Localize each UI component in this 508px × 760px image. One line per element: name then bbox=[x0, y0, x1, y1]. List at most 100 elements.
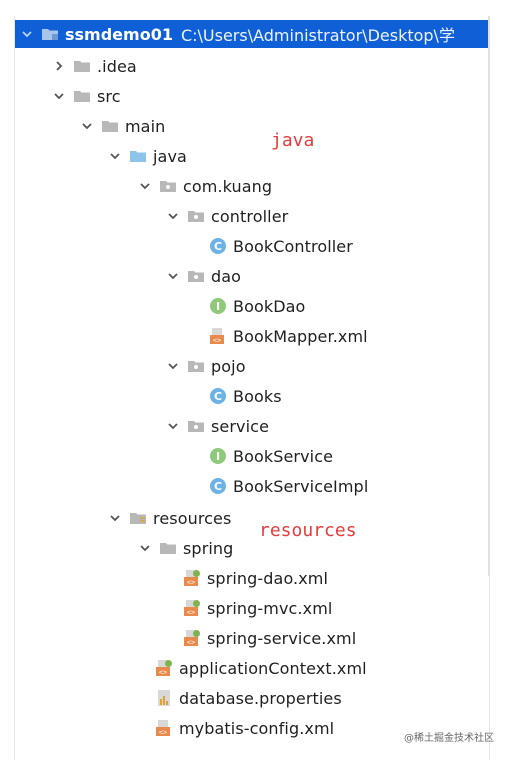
tree-item-bookdao[interactable]: I BookDao bbox=[15, 292, 305, 320]
tree-item-label: resources bbox=[153, 508, 232, 528]
tree-item-controller[interactable]: controller bbox=[15, 202, 288, 230]
interface-icon: I bbox=[209, 297, 227, 315]
tree-item-label: database.properties bbox=[179, 688, 342, 708]
xml-file-icon: <> bbox=[155, 719, 173, 737]
chevron-right-icon[interactable] bbox=[51, 58, 67, 74]
class-icon: C bbox=[209, 237, 227, 255]
package-icon bbox=[159, 177, 177, 195]
tree-item-label: spring bbox=[183, 538, 234, 558]
tree-item-spring-dao-xml[interactable]: <> spring-dao.xml bbox=[15, 564, 328, 592]
chevron-down-icon[interactable] bbox=[19, 26, 35, 42]
tree-item-label: dao bbox=[211, 266, 242, 286]
chevron-down-icon[interactable] bbox=[137, 540, 153, 556]
chevron-down-icon[interactable] bbox=[51, 88, 67, 104]
tree-item-bookserviceimpl[interactable]: C BookServiceImpl bbox=[15, 472, 368, 500]
tree-item-java[interactable]: java bbox=[15, 142, 187, 170]
spring-xml-file-icon: <> bbox=[183, 629, 201, 647]
svg-text:<>: <> bbox=[187, 609, 195, 617]
chevron-down-icon[interactable] bbox=[165, 208, 181, 224]
tree-item-spring-service-xml[interactable]: <> spring-service.xml bbox=[15, 624, 356, 652]
tree-item-service[interactable]: service bbox=[15, 412, 269, 440]
package-icon bbox=[187, 417, 205, 435]
tree-item-label: BookController bbox=[233, 236, 353, 256]
tree-item-label: src bbox=[97, 86, 121, 106]
source-folder-icon bbox=[129, 147, 147, 165]
tree-item-spring[interactable]: spring bbox=[15, 534, 233, 562]
vertical-scrollbar[interactable] bbox=[488, 16, 490, 576]
svg-text:<>: <> bbox=[159, 729, 167, 737]
tree-item-label: BookMapper.xml bbox=[233, 326, 368, 346]
xml-file-icon: <> bbox=[209, 327, 227, 345]
tree-item-idea[interactable]: .idea bbox=[15, 52, 137, 80]
package-icon bbox=[187, 267, 205, 285]
tree-item-label: BookDao bbox=[233, 296, 306, 316]
tree-item-label: .idea bbox=[97, 56, 137, 76]
class-icon: C bbox=[209, 477, 227, 495]
spring-xml-file-icon: <> bbox=[183, 599, 201, 617]
tree-item-spring-mvc-xml[interactable]: <> spring-mvc.xml bbox=[15, 594, 332, 622]
folder-icon bbox=[73, 87, 91, 105]
tree-item-label: Books bbox=[233, 386, 282, 406]
annotation-java: java bbox=[271, 130, 315, 151]
tree-item-label: mybatis-config.xml bbox=[179, 718, 335, 738]
chevron-down-icon[interactable] bbox=[79, 118, 95, 134]
tree-item-label: service bbox=[211, 416, 270, 436]
chevron-down-icon[interactable] bbox=[137, 178, 153, 194]
tree-item-main[interactable]: main bbox=[15, 112, 165, 140]
tree-item-src[interactable]: src bbox=[15, 82, 121, 110]
folder-icon bbox=[101, 117, 119, 135]
project-tree-panel: ssmdemo01 C:\Users\Administrator\Desktop… bbox=[14, 16, 490, 760]
tree-item-label: BookServiceImpl bbox=[233, 476, 369, 496]
interface-icon: I bbox=[209, 447, 227, 465]
svg-text:C: C bbox=[214, 390, 222, 403]
svg-text:<>: <> bbox=[187, 579, 195, 587]
tree-item-label: main bbox=[125, 116, 166, 136]
spring-xml-file-icon: <> bbox=[183, 569, 201, 587]
tree-item-database-properties[interactable]: database.properties bbox=[15, 684, 342, 712]
tree-item-label: spring-mvc.xml bbox=[207, 598, 333, 618]
svg-text:I: I bbox=[216, 300, 220, 313]
module-folder-icon bbox=[41, 25, 59, 43]
tree-item-label: controller bbox=[211, 206, 289, 226]
svg-text:C: C bbox=[214, 480, 222, 493]
spring-xml-file-icon: <> bbox=[155, 659, 173, 677]
folder-icon bbox=[159, 539, 177, 557]
chevron-down-icon[interactable] bbox=[165, 358, 181, 374]
annotation-resources: resources bbox=[259, 520, 357, 541]
class-icon: C bbox=[209, 387, 227, 405]
tree-item-label: BookService bbox=[233, 446, 334, 466]
project-name: ssmdemo01 bbox=[65, 24, 173, 44]
tree-item-label: java bbox=[153, 146, 187, 166]
chevron-down-icon[interactable] bbox=[165, 268, 181, 284]
tree-item-resources[interactable]: resources bbox=[15, 504, 231, 532]
chevron-down-icon[interactable] bbox=[107, 148, 123, 164]
project-path: C:\Users\Administrator\Desktop\学 bbox=[180, 26, 455, 45]
svg-text:<>: <> bbox=[159, 669, 167, 677]
svg-text:<>: <> bbox=[213, 337, 221, 345]
tree-item-label: pojo bbox=[211, 356, 246, 376]
chevron-down-icon[interactable] bbox=[165, 418, 181, 434]
svg-text:C: C bbox=[214, 240, 222, 253]
tree-item-label: applicationContext.xml bbox=[179, 658, 367, 678]
chevron-down-icon[interactable] bbox=[107, 510, 123, 526]
tree-item-bookcontroller[interactable]: C BookController bbox=[15, 232, 353, 260]
tree-root-row[interactable]: ssmdemo01 C:\Users\Administrator\Desktop… bbox=[15, 20, 489, 48]
tree-item-applicationcontext-xml[interactable]: <> applicationContext.xml bbox=[15, 654, 367, 682]
tree-item-bookmapper-xml[interactable]: <> BookMapper.xml bbox=[15, 322, 368, 350]
package-icon bbox=[187, 207, 205, 225]
svg-text:<>: <> bbox=[187, 639, 195, 647]
tree-item-pojo[interactable]: pojo bbox=[15, 352, 246, 380]
tree-item-label: com.kuang bbox=[183, 176, 273, 196]
tree-item-bookservice[interactable]: I BookService bbox=[15, 442, 333, 470]
folder-icon bbox=[73, 57, 91, 75]
watermark: @稀土掘金技术社区 bbox=[404, 733, 494, 744]
package-icon bbox=[187, 357, 205, 375]
tree-item-com-kuang[interactable]: com.kuang bbox=[15, 172, 272, 200]
properties-file-icon bbox=[155, 689, 173, 707]
tree-item-dao[interactable]: dao bbox=[15, 262, 241, 290]
tree-item-mybatis-config-xml[interactable]: <> mybatis-config.xml bbox=[15, 714, 334, 742]
tree-item-label: spring-dao.xml bbox=[207, 568, 329, 588]
tree-item-books[interactable]: C Books bbox=[15, 382, 282, 410]
svg-text:I: I bbox=[216, 450, 220, 463]
resources-folder-icon bbox=[129, 509, 147, 527]
